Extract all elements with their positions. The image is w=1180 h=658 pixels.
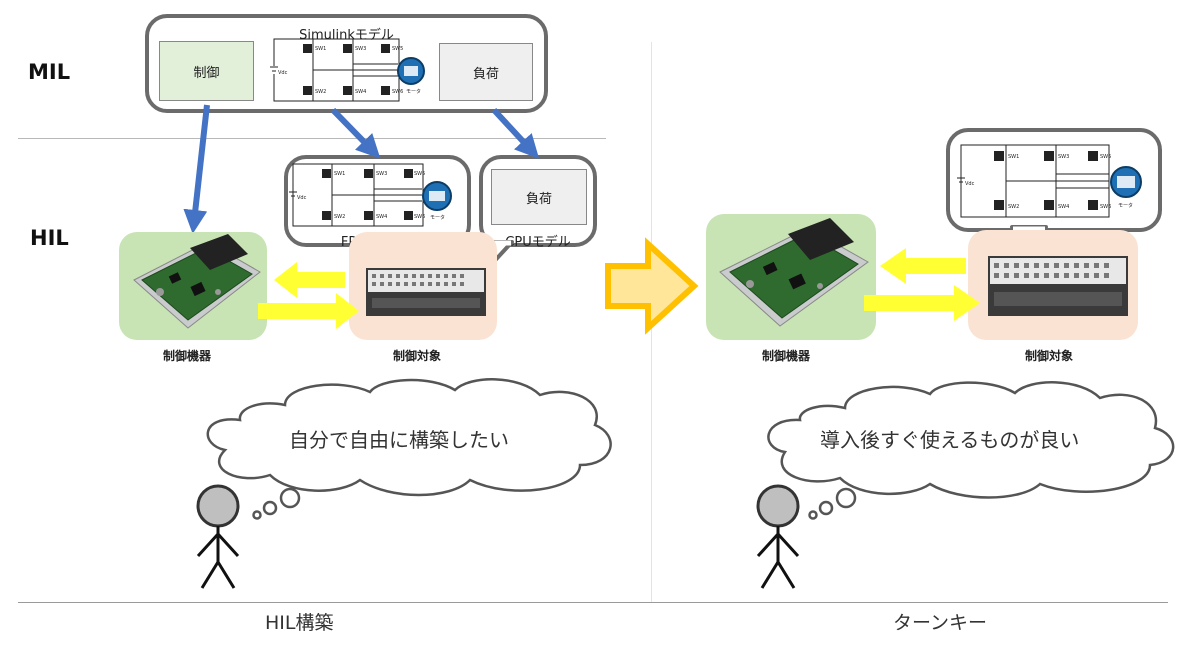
cpu-load-block: 負荷 [491,169,587,225]
left-person-icon [196,484,240,589]
svg-text:SW3: SW3 [355,46,366,52]
svg-text:SW4: SW4 [355,89,366,95]
svg-text:SW6: SW6 [392,89,403,95]
turnkey-transition-arrow [605,237,699,335]
right-bottom-title: ターンキー [893,612,988,634]
svg-text:SW6: SW6 [414,214,425,220]
cpu-model-title: CPUモデル [505,235,571,250]
svg-text:SW3: SW3 [1058,154,1069,160]
cpu-load-label: 負荷 [525,191,552,207]
svg-text:SW1: SW1 [1008,154,1019,160]
svg-text:SW5: SW5 [414,171,425,177]
right-thought-text: 導入後すぐ使えるものが良い [820,428,1080,452]
svg-text:SW2: SW2 [334,214,345,220]
mil-load-label: 負荷 [472,66,499,82]
left-ecu-board-icon [133,234,261,329]
right-hil-simulator-icon [988,256,1128,316]
fpga-circuit-inverter-icon: SW1 SW3 SW5 SW2 SW4 SW6 Vdc モータ [289,163,452,227]
right-target-caption: 制御対象 [1025,349,1074,363]
svg-text:モータ: モータ [430,214,445,221]
svg-text:Vdc: Vdc [297,195,307,201]
right-ecu-board-icon [719,218,869,327]
svg-text:SW1: SW1 [315,46,326,52]
bottom-divider [18,602,1168,603]
left-target-caption: 制御対象 [393,349,442,363]
svg-text:SW2: SW2 [315,89,326,95]
svg-text:SW3: SW3 [376,171,387,177]
svg-text:SW5: SW5 [392,46,403,52]
right-device-caption: 制御機器 [762,349,811,363]
left-device-caption: 制御機器 [163,349,212,363]
svg-text:モータ: モータ [406,88,421,95]
svg-text:SW4: SW4 [376,214,387,220]
right-person-icon [756,484,800,589]
svg-text:モータ: モータ [1118,202,1133,209]
cpu-model-box: CPUモデル 負荷 [479,155,597,250]
svg-text:Vdc: Vdc [278,70,288,76]
row-label-hil: HIL [30,226,69,250]
left-hil-simulator-icon [366,268,486,316]
svg-text:SW6: SW6 [1100,204,1111,210]
svg-text:Vdc: Vdc [965,181,975,187]
mil-hil-divider [18,138,606,139]
mil-control-label: 制御 [193,65,220,81]
left-bottom-title: HIL構築 [265,612,334,634]
left-thought-text: 自分で自由に構築したい [289,428,509,452]
mil-load-block: 負荷 [439,43,533,101]
right-circuit-inverter-icon: SW1 SW3 SW5 SW2 SW4 SW6 Vdc モータ [957,144,1142,218]
mil-control-block: 制御 [159,41,254,101]
svg-text:SW2: SW2 [1008,204,1019,210]
svg-text:SW1: SW1 [334,171,345,177]
mil-circuit-inverter-icon: SW1 SW3 SW5 SW2 SW4 SW6 Vdc モータ [270,38,425,102]
svg-text:SW4: SW4 [1058,204,1069,210]
svg-text:SW5: SW5 [1100,154,1111,160]
row-label-mil: MIL [28,60,71,84]
